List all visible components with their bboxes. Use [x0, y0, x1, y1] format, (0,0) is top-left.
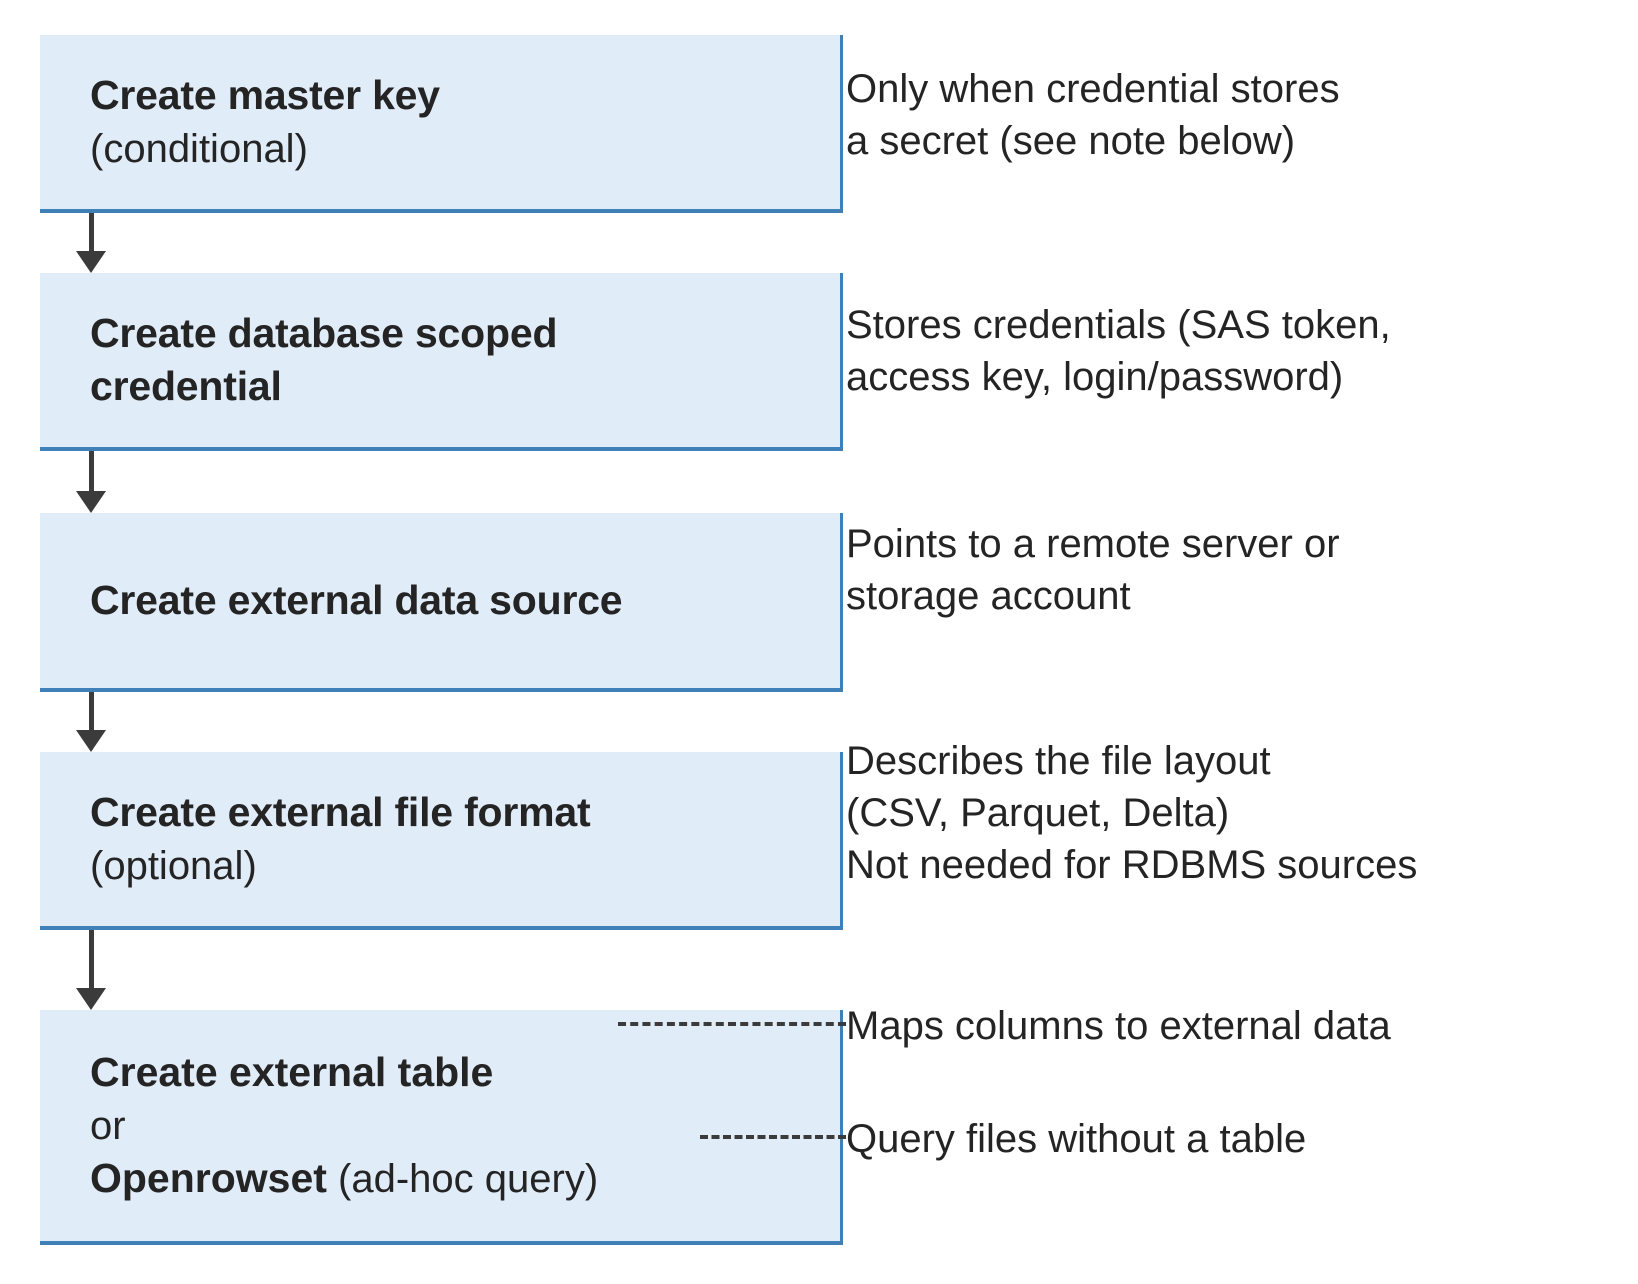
final-note-query-files: Query files without a table	[846, 1117, 1307, 1161]
final-row-openrowset: Openrowset (ad-hoc query)	[90, 1152, 840, 1205]
final-row-or: or	[90, 1103, 126, 1148]
step-note-create-master-key: Only when credential stores a secret (se…	[846, 67, 1340, 163]
step-subtitle: (optional)	[90, 843, 257, 888]
step-box-create-external-data-source[interactable]: Create external data source	[40, 513, 843, 692]
step-box-create-external-table-or-openrowset[interactable]: Create external table or Openrowset (ad-…	[40, 1010, 843, 1245]
final-row-external-table-label: Create external table	[90, 1049, 494, 1096]
step-subtitle: (conditional)	[90, 126, 308, 171]
step-box-create-database-scoped-credential[interactable]: Create database scoped credential	[40, 273, 843, 451]
step-note-create-database-scoped-credential: Stores credentials (SAS token, access ke…	[846, 303, 1391, 399]
final-row-openrowset-label: Openrowset	[90, 1154, 327, 1201]
step-text-group: Create database scoped credential	[40, 307, 840, 414]
down-arrow-1	[76, 213, 106, 273]
down-arrow-4	[76, 930, 106, 1010]
final-row-external-table: Create external table	[90, 1046, 840, 1099]
final-note-maps-columns: Maps columns to external data	[846, 1004, 1391, 1048]
step-text-group: Create external data source	[40, 574, 840, 627]
step-box-create-external-file-format[interactable]: Create external file format (optional)	[40, 752, 843, 930]
final-step-rows: Create external table or Openrowset (ad-…	[40, 1046, 840, 1205]
step-text-group: Create external file format (optional)	[40, 786, 840, 891]
step-note-create-external-data-source: Points to a remote server or storage acc…	[846, 522, 1340, 618]
step-title: Create external file format	[90, 789, 591, 836]
final-row-openrowset-suffix: (ad-hoc query)	[326, 1156, 599, 1201]
step-title: Create external data source	[90, 576, 623, 623]
step-title: Create database scoped credential	[90, 309, 558, 409]
step-box-create-master-key[interactable]: Create master key (conditional)	[40, 35, 843, 213]
down-arrow-2	[76, 451, 106, 513]
dashed-connector-external-table	[618, 1022, 846, 1026]
step-note-create-external-file-format: Describes the file layout (CSV, Parquet,…	[846, 739, 1418, 887]
step-text-group: Create master key (conditional)	[40, 69, 840, 174]
step-title: Create master key	[90, 72, 440, 119]
dashed-connector-openrowset	[700, 1135, 846, 1139]
down-arrow-3	[76, 692, 106, 752]
